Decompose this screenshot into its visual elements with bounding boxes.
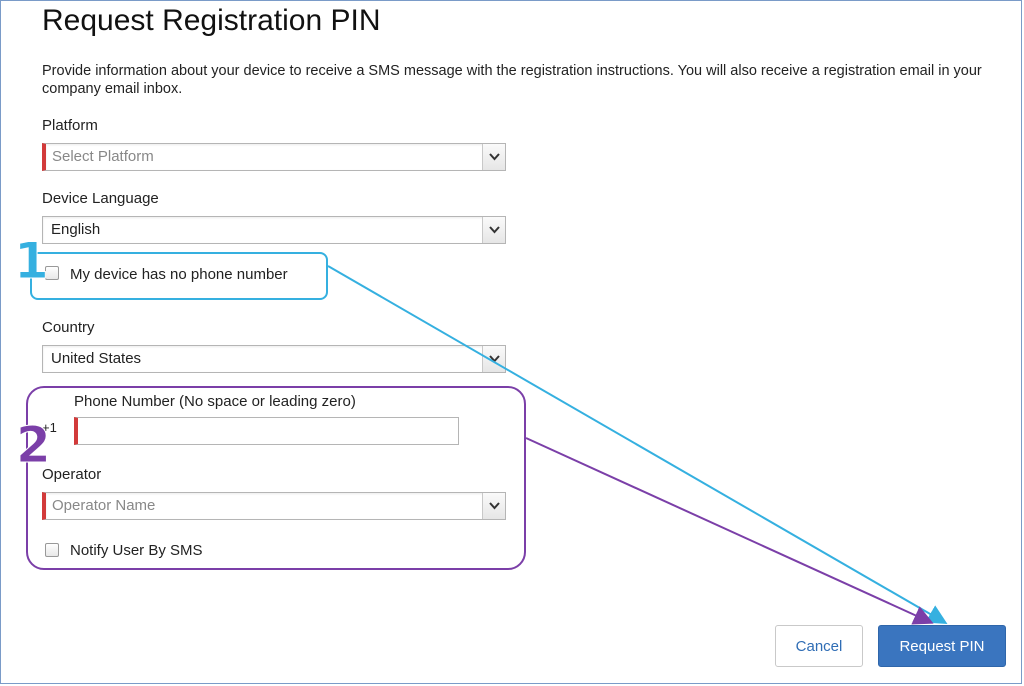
chevron-down-icon[interactable] <box>482 493 505 519</box>
notify-sms-checkbox[interactable] <box>45 543 59 557</box>
no-phone-checkbox[interactable] <box>45 266 59 280</box>
callout-number-2: 2 <box>16 416 52 475</box>
operator-placeholder: Operator Name <box>52 497 156 514</box>
callout-arrow-1 <box>327 265 948 625</box>
notify-sms-label[interactable]: Notify User By SMS <box>70 542 203 559</box>
phone-label: Phone Number (No space or leading zero) <box>74 393 356 410</box>
description-text: Provide information about your device to… <box>42 63 982 97</box>
phone-prefix: +1 <box>42 420 57 435</box>
platform-placeholder: Select Platform <box>52 148 154 165</box>
chevron-down-icon[interactable] <box>482 144 505 170</box>
platform-select[interactable]: Select Platform <box>42 143 506 171</box>
country-label: Country <box>42 319 95 336</box>
page-title: Request Registration PIN <box>42 4 381 37</box>
operator-select[interactable]: Operator Name <box>42 492 506 520</box>
country-value: United States <box>51 350 142 367</box>
country-select[interactable]: United States <box>42 345 506 373</box>
device-language-select[interactable]: English <box>42 216 506 244</box>
callout-box-2 <box>26 386 526 570</box>
callout-box-1 <box>30 252 328 300</box>
chevron-down-icon[interactable] <box>482 217 505 243</box>
device-language-label: Device Language <box>42 190 159 207</box>
device-language-value: English <box>51 221 101 238</box>
request-pin-button[interactable]: Request PIN <box>878 625 1006 667</box>
operator-label: Operator <box>42 466 102 483</box>
phone-input[interactable] <box>74 417 459 445</box>
no-phone-label[interactable]: My device has no phone number <box>70 266 288 283</box>
callout-arrow-2 <box>525 437 934 625</box>
platform-label: Platform <box>42 117 98 134</box>
callout-number-1: 1 <box>14 232 50 291</box>
cancel-button[interactable]: Cancel <box>775 625 863 667</box>
